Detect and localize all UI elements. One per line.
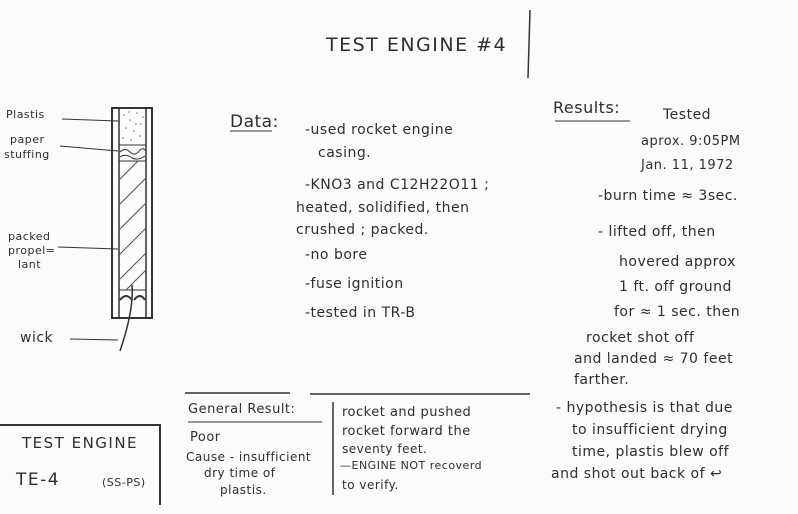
continuation-line: seventy feet. — [342, 442, 428, 456]
general-result-cause: Cause - insufficient — [186, 450, 312, 464]
general-result-cause: dry time of — [204, 466, 276, 480]
continuation-line: rocket forward the — [342, 424, 471, 439]
results-line: farther. — [574, 372, 630, 388]
page-title: TEST ENGINE #4 — [326, 34, 508, 56]
label-wick: wick — [20, 330, 54, 346]
results-heading: Results: — [553, 98, 621, 117]
results-line: time, plastis blew off — [572, 444, 730, 460]
data-line: -used rocket engine — [305, 122, 454, 138]
results-line: 1 ft. off ground — [619, 279, 732, 295]
general-result-cause: plastis. — [220, 483, 267, 497]
label-box-line2: TE-4 — [16, 470, 61, 490]
results-line: Jan. 11, 1972 — [641, 158, 734, 173]
data-line: -fuse ignition — [305, 276, 404, 292]
results-line: -burn time ≈ 3sec. — [598, 188, 738, 204]
label-box-line1: TEST ENGINE — [22, 434, 139, 452]
data-line: -KNO3 and C12H22O11 ; — [305, 177, 490, 193]
label-propellant-2: propel= — [8, 244, 56, 257]
results-line: and shot out back of ↩ — [551, 466, 723, 482]
results-line: and landed ≈ 70 feet — [574, 351, 734, 367]
label-plastis: Plastis — [6, 108, 45, 121]
results-line: for ≈ 1 sec. then — [614, 304, 741, 320]
results-line: hovered approx — [619, 254, 736, 270]
label-paper-stuffing-1: paper — [10, 133, 45, 146]
data-line: -tested in TR-B — [305, 305, 416, 321]
continuation-line: to verify. — [342, 478, 399, 492]
results-line: Tested — [663, 107, 712, 123]
data-line: heated, solidified, then — [296, 200, 470, 216]
results-line: to insufficient drying — [572, 422, 728, 438]
general-result-rating: Poor — [190, 430, 221, 445]
results-line: aprox. 9:05PM — [641, 134, 741, 149]
data-line: casing. — [318, 145, 372, 161]
data-heading: Data: — [230, 112, 279, 132]
data-line: -no bore — [305, 247, 368, 263]
results-line: - hypothesis is that due — [556, 400, 733, 416]
label-propellant-1: packed — [8, 230, 51, 243]
results-line: - lifted off, then — [598, 224, 716, 240]
label-paper-stuffing-2: stuffing — [4, 148, 50, 161]
continuation-line: rocket and pushed — [342, 405, 472, 420]
label-box-line3: (SS-PS) — [102, 476, 146, 489]
results-line: rocket shot off — [586, 330, 695, 346]
continuation-line: —ENGINE NOT recoverd — [340, 459, 483, 472]
general-result-heading: General Result: — [188, 402, 296, 417]
data-line: crushed ; packed. — [296, 222, 429, 238]
label-propellant-3: lant — [18, 258, 42, 271]
